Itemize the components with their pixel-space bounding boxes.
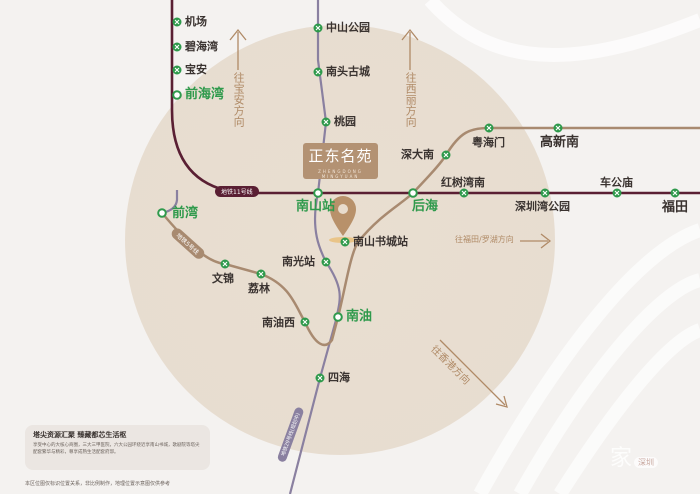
location-pin-icon — [329, 196, 357, 243]
station-label-yuehaimen: 粤海门 — [472, 136, 505, 149]
station-icon — [222, 261, 228, 267]
station-marker-houhai — [408, 188, 418, 198]
station-icon — [323, 259, 329, 265]
station-label-nanyouxi: 南油西 — [262, 316, 295, 329]
station-label-wenjin: 文锦 — [212, 272, 234, 285]
info-card-body: 享受中心的大核心商圈，三大三甲医院，六大公园环绕近享南山书城，歌剧院等塔尖配套繁… — [33, 443, 200, 455]
station-label-qianhaiwan: 前海湾 — [185, 87, 225, 102]
station-label-nanshanshuchengzhan: 南山书城站 — [353, 235, 408, 248]
station-label-gaoxinnan: 高新南 — [540, 135, 580, 150]
watermark-city: 深圳 — [634, 457, 659, 468]
station-icon — [315, 69, 321, 75]
disclaimer: 本区位图仅标识位置关系，非比例制作，地理位置示意图仅供参考 — [25, 481, 171, 487]
background-swirls — [424, 0, 700, 494]
station-label-jichang: 机场 — [185, 15, 207, 28]
station-label-lilin: 荔林 — [248, 282, 270, 295]
station-label-nanshanzhan: 南山站 — [296, 199, 336, 214]
station-label-baoan: 宝安 — [185, 63, 207, 76]
station-icon — [315, 25, 321, 31]
station-label-shenzhenwangongyuan: 深圳湾公园 — [515, 200, 570, 213]
station-icon — [555, 125, 561, 131]
station-icon — [317, 375, 323, 381]
station-icon — [461, 190, 467, 196]
direction-futian: 往福田/罗湖方向 — [455, 235, 514, 244]
station-icon — [443, 152, 449, 158]
project-name: 正东名苑 — [308, 147, 373, 165]
station-icon — [258, 271, 264, 277]
station-icon — [174, 44, 180, 50]
watermark-text: 家 — [610, 446, 633, 471]
station-label-sihai: 四海 — [328, 371, 350, 384]
station-label-nanyou: 南油 — [346, 309, 373, 324]
direction-xili: 往西丽方向 — [404, 72, 418, 127]
station-label-zhongshangongyuan: 中山公园 — [326, 21, 370, 34]
station-icon — [342, 239, 348, 245]
station-label-chegongmiao: 车公庙 — [600, 176, 633, 189]
info-card-title: 塔尖资源汇聚 臻藏都芯生活枢 — [33, 431, 127, 439]
station-label-taoyuan: 桃园 — [334, 115, 356, 128]
project-subtitle: ZHENGDONG MINGYUAN — [318, 169, 363, 179]
direction-baoan: 往宝安方向 — [232, 72, 246, 127]
station-icon — [174, 19, 180, 25]
station-marker-qianhaiwan — [172, 90, 182, 100]
station-icon — [174, 67, 180, 73]
station-icon — [486, 125, 492, 131]
station-icon — [302, 319, 308, 325]
info-card: 塔尖资源汇聚 臻藏都芯生活枢 享受中心的大核心商圈，三大三甲医院，六大公园环绕近… — [25, 425, 210, 470]
station-icon — [672, 190, 678, 196]
station-label-futian: 福田 — [662, 200, 689, 215]
station-label-qianwan: 前湾 — [172, 206, 199, 221]
station-icon — [542, 190, 548, 196]
project-title-box: 正东名苑 ZHENGDONG MINGYUAN — [303, 143, 378, 179]
station-label-nantougucheng: 南头古城 — [326, 65, 370, 78]
line-11-label: 地铁11号线 — [215, 186, 259, 197]
station-label-shendanan: 深大南 — [401, 148, 434, 161]
station-marker-nanyou — [333, 312, 343, 322]
station-label-nanguangzhan: 南光站 — [282, 255, 315, 268]
watermark-logo: 家深圳 — [610, 440, 659, 472]
station-icon — [323, 119, 329, 125]
station-label-houhai: 后海 — [412, 199, 439, 214]
station-marker-nanshanzhan — [313, 188, 323, 198]
station-label-bihaiwan: 碧海湾 — [185, 40, 218, 53]
station-icon — [614, 190, 620, 196]
station-marker-qianwan — [157, 208, 167, 218]
direction-arrows — [229, 28, 552, 408]
station-label-hongshuwannan: 红树湾南 — [441, 176, 485, 189]
